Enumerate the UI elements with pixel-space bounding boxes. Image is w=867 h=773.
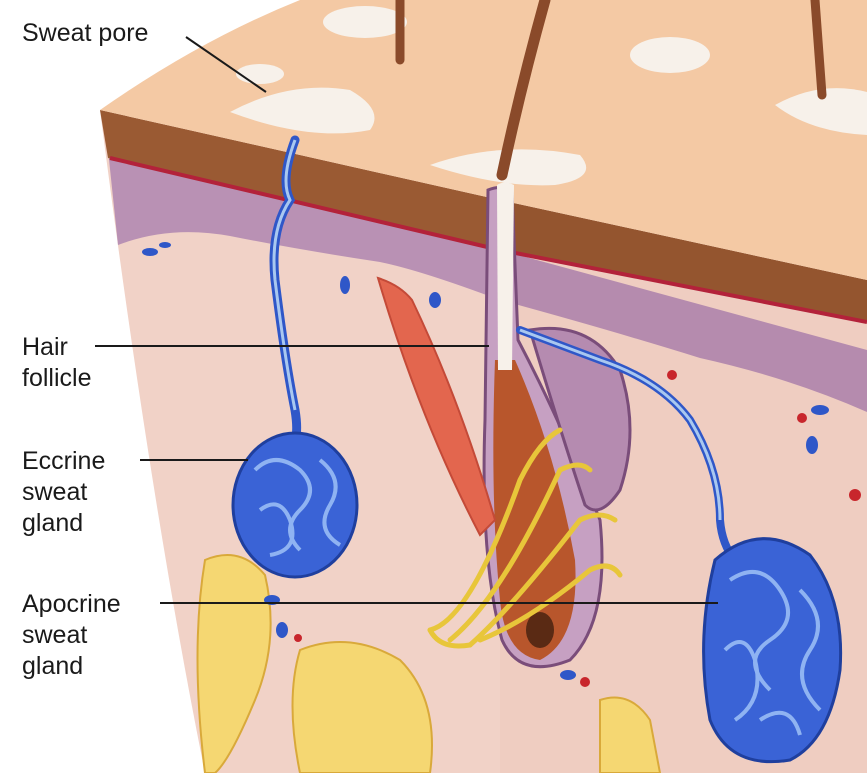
apocrine-duct-highlight [519, 328, 722, 521]
blood-vessels [142, 242, 861, 687]
label-line: sweat [22, 621, 88, 649]
eccrine-coil [231, 431, 359, 579]
leader-line-sweat-pore [185, 36, 267, 93]
hair-follicle-root [493, 360, 576, 660]
papillary-layer-right [500, 250, 867, 412]
sweat-pore-opening [230, 87, 375, 134]
label-line: gland [22, 652, 84, 680]
hair-shaft [810, 0, 827, 100]
arrector-pili-muscle [376, 276, 497, 537]
basal-line-front [109, 156, 501, 252]
nerve-fibers [427, 427, 623, 649]
epidermis-right [500, 200, 867, 322]
hair-bulb-papilla [526, 612, 554, 648]
label-line: Eccrine [22, 447, 106, 475]
surface-bump [323, 6, 407, 38]
label-line: Apocrine [22, 590, 121, 618]
fat-lobules [196, 554, 662, 773]
label-sweat-pore: Sweat pore [22, 18, 148, 49]
follicle-canal [497, 182, 514, 370]
sebaceous-gland [528, 326, 632, 512]
label-eccrine-sweat-gland: Eccrine sweat gland [22, 446, 105, 539]
hair-shaft [496, 0, 551, 181]
papillary-layer-front [108, 150, 500, 300]
apocrine-coil [702, 537, 843, 764]
label-line: gland [22, 509, 84, 537]
basal-line-right [499, 248, 867, 324]
label-line: follicle [22, 364, 92, 392]
label-hair-follicle: Hair follicle [22, 332, 91, 394]
eccrine-duct-highlight [272, 139, 297, 411]
surface-bump [775, 88, 867, 135]
label-apocrine-sweat-gland: Apocrine sweat gland [22, 589, 121, 682]
surface-bump [630, 37, 710, 73]
epidermis-front [100, 110, 500, 250]
label-line: sweat [22, 478, 88, 506]
surface-bump [236, 64, 284, 84]
label-line: Hair [22, 333, 68, 361]
leader-lines [95, 36, 718, 604]
label-line: Sweat pore [22, 19, 149, 47]
